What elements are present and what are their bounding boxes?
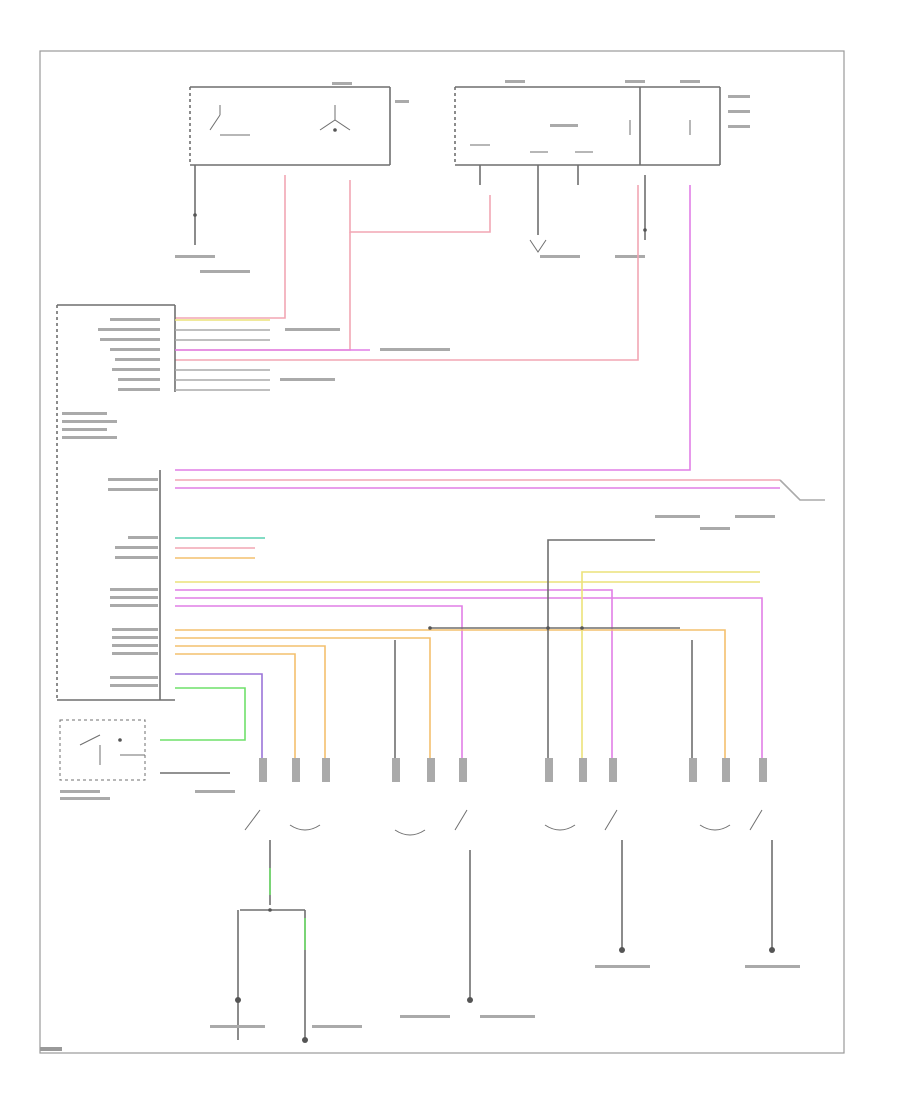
bcm-upper-pins bbox=[62, 318, 450, 439]
pink-feed-wires bbox=[175, 175, 691, 471]
bottom-return-wires bbox=[210, 840, 800, 1043]
black-link-wires bbox=[394, 515, 775, 760]
bottom-connectors bbox=[244, 758, 767, 836]
top-drop-wires bbox=[175, 165, 647, 273]
body-control-module bbox=[56, 304, 176, 701]
hot-at-all-times-fuse-block bbox=[189, 82, 409, 166]
diagram-frame bbox=[39, 50, 845, 1054]
bcm-lower-wires bbox=[108, 478, 825, 760]
ignition-relay bbox=[209, 105, 351, 136]
clutch-switch bbox=[59, 719, 235, 800]
fuse-relay-block-right bbox=[454, 80, 750, 166]
corner-label bbox=[40, 1047, 62, 1051]
